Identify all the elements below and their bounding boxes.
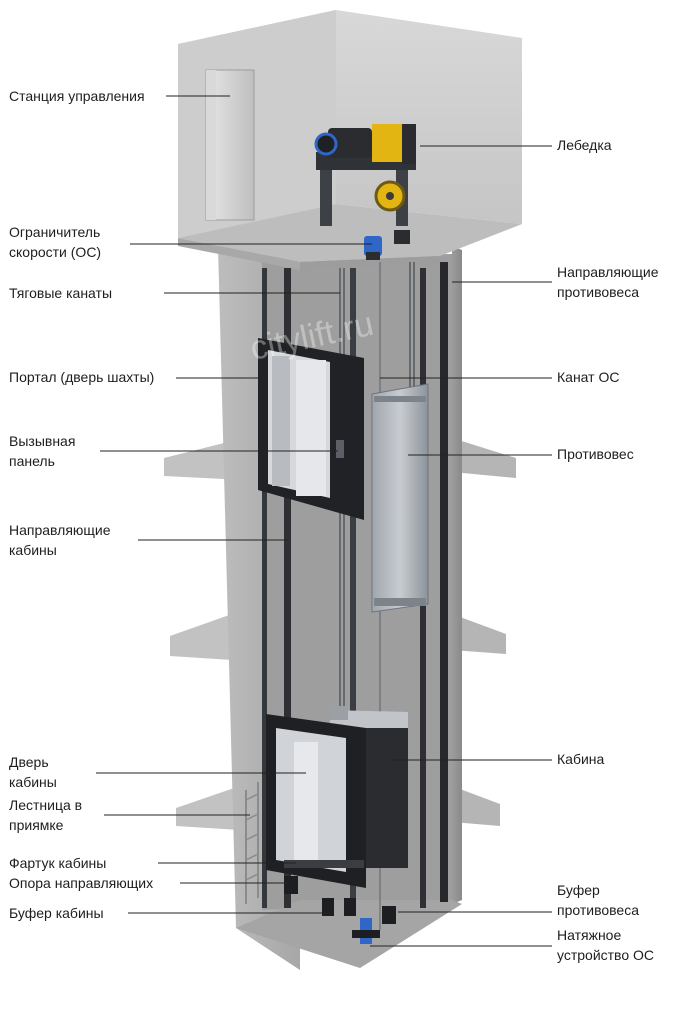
leader-lines	[96, 95, 552, 947]
guide-support-left	[284, 876, 298, 894]
label-os-rope: Канат ОС	[557, 369, 620, 385]
label-cw-buffer-line1: Буфер	[557, 882, 600, 898]
label-speed-limiter-line2: скорости (ОС)	[9, 244, 102, 260]
car-door	[294, 742, 318, 862]
label-car-buffer: Буфер кабины	[9, 905, 104, 921]
label-tension-line1: Натяжное	[557, 927, 622, 943]
floor-slab-lower	[176, 786, 240, 830]
label-tension-line2: устройство ОС	[557, 947, 655, 963]
pit-ladder	[245, 782, 259, 904]
car-apron	[284, 860, 364, 868]
car-guide-rail-left	[284, 268, 291, 908]
label-call-panel-line2: панель	[9, 453, 55, 469]
label-car-apron: Фартук кабины	[9, 855, 107, 871]
label-car-door-line2: кабины	[9, 774, 57, 790]
label-car: Кабина	[557, 751, 605, 767]
car-guide-rail-right	[350, 268, 356, 908]
machine-room-floor	[178, 204, 522, 262]
floor-slab-middle	[170, 614, 232, 660]
label-car-guides-line2: кабины	[9, 542, 57, 558]
label-portal: Портал (дверь шахты)	[9, 369, 155, 385]
label-car-guides-line1: Направляющие	[9, 522, 111, 538]
cw-guide-rail-right	[440, 262, 448, 902]
label-call-panel-line1: Вызывная	[9, 433, 76, 449]
machine-room-left-wall	[178, 10, 336, 238]
label-speed-limiter-line1: Ограничитель	[9, 224, 101, 240]
label-pit-ladder-line2: приямке	[9, 817, 64, 833]
label-cw-guides-line2: противовеса	[557, 284, 639, 300]
label-pit-ladder-line1: Лестница в	[9, 797, 83, 813]
label-winch: Лебедка	[557, 137, 612, 153]
pit-equipment	[245, 782, 396, 944]
counterweight	[371, 383, 429, 613]
label-guide-support: Опора направляющих	[9, 875, 154, 891]
car-buffer-left	[322, 898, 334, 916]
label-cw-guides-line1: Направляющие	[557, 264, 659, 280]
label-counterweight: Противовес	[557, 446, 634, 462]
pit-floor	[236, 900, 462, 968]
label-traction-ropes: Тяговые канаты	[9, 285, 113, 301]
car-buffer-right	[344, 898, 356, 916]
label-cw-buffer-line2: противовеса	[557, 902, 639, 918]
landing-door-portal	[258, 338, 364, 520]
shaft-right-wall	[452, 246, 462, 904]
speed-limiter	[364, 236, 382, 256]
winch-motor	[328, 128, 372, 158]
label-car-door-line1: Дверь	[9, 754, 49, 770]
label-control-station: Станция управления	[9, 88, 145, 104]
machine-room	[178, 10, 522, 270]
cw-buffer	[382, 906, 396, 924]
call-panel	[336, 440, 344, 458]
elevator-car	[266, 706, 408, 888]
